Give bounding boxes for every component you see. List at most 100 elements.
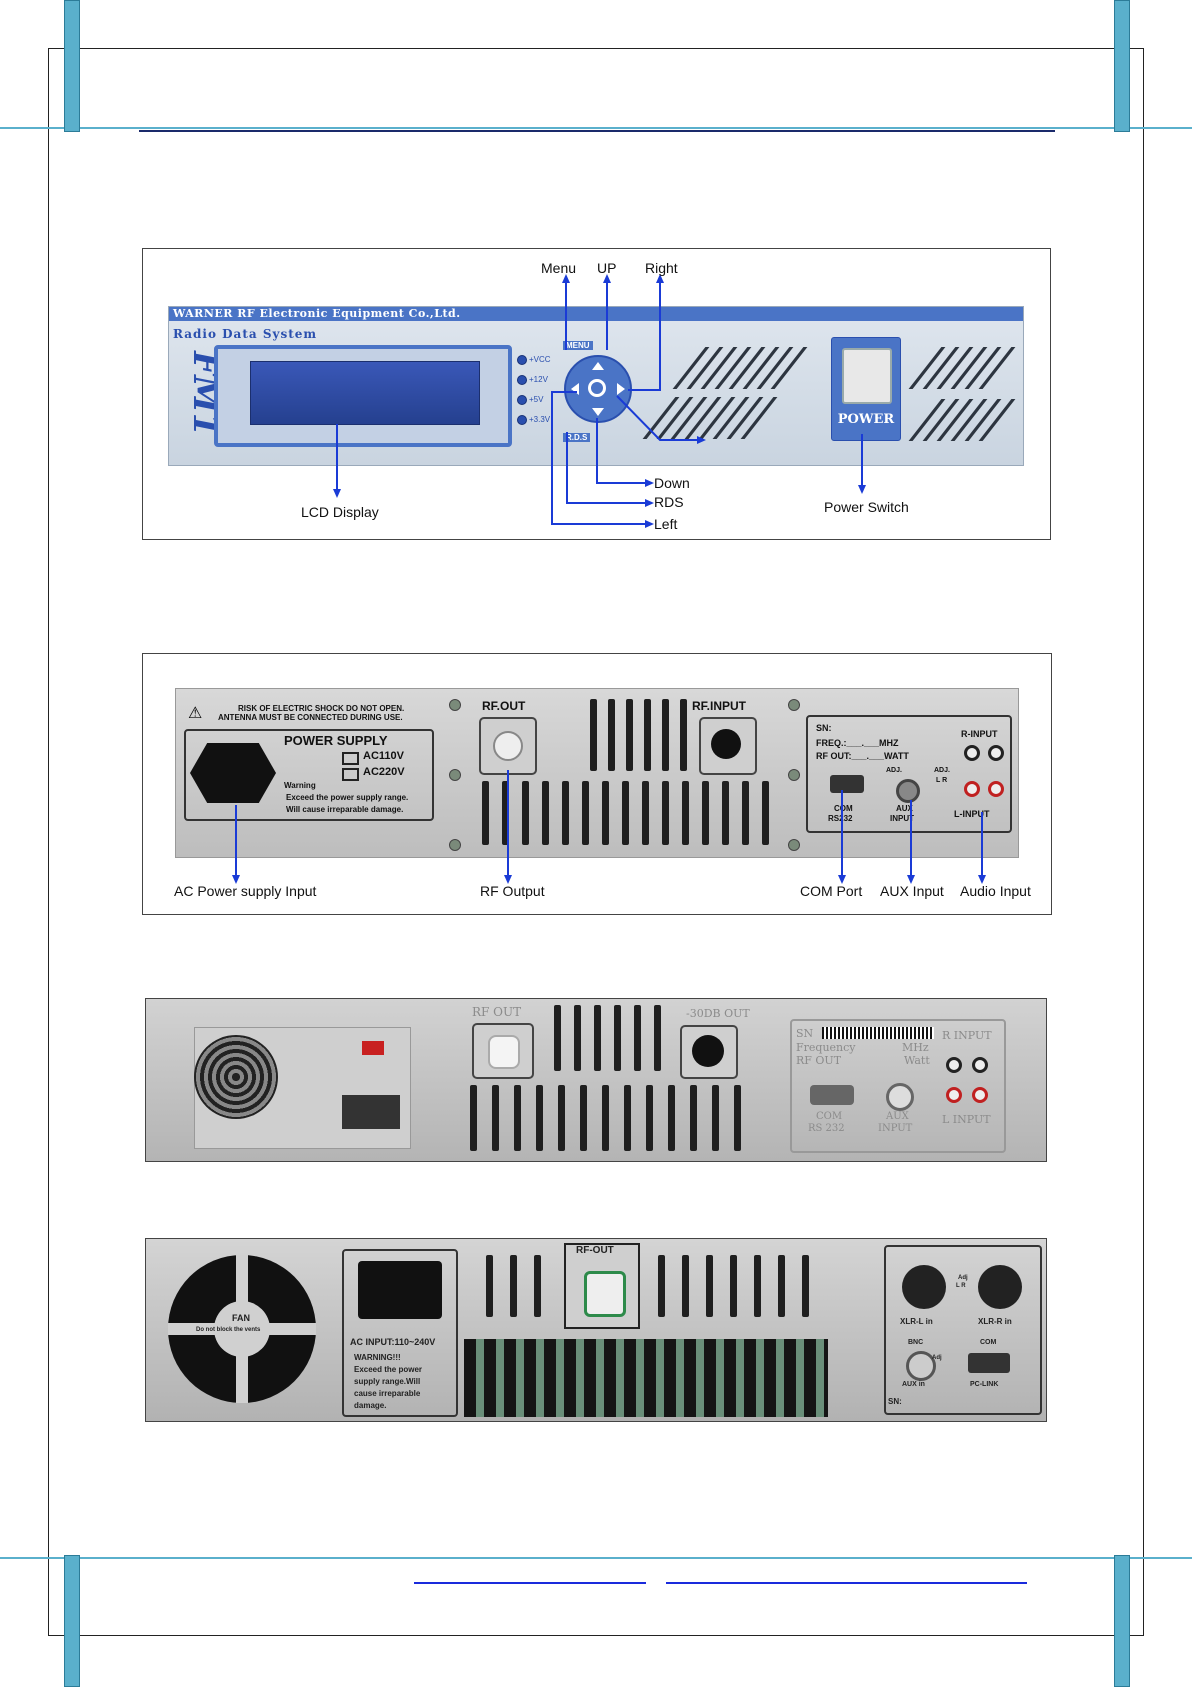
aux-in-label: AUX in [902, 1381, 925, 1388]
callout-left: Left [654, 516, 678, 532]
corner-tab-top-right [1114, 0, 1130, 132]
vent-slot [646, 1085, 653, 1151]
vent-slot [754, 1255, 761, 1317]
rf-input-label: RF.INPUT [692, 699, 746, 713]
vent-slot [682, 1255, 689, 1317]
frequency-label: Frequency [796, 1041, 856, 1054]
vent-slot [554, 1005, 561, 1071]
rf-out-connector[interactable] [479, 717, 537, 775]
vent-slot [654, 1005, 661, 1071]
aux-in-connector[interactable] [906, 1351, 936, 1381]
ac110-label: AC110V [363, 750, 404, 762]
callout-ac-power-input: AC Power supply Input [174, 883, 317, 899]
rf-out-connector[interactable] [472, 1023, 534, 1079]
vent-slot [492, 1085, 499, 1151]
antenna-warning: ANTENNA MUST BE CONNECTED DURING USE. [218, 713, 403, 722]
ac110-checkbox-icon [342, 752, 359, 765]
vent-slot [690, 1085, 697, 1151]
pc-link-connector[interactable] [968, 1353, 1010, 1373]
l-input-jack-1[interactable] [946, 1087, 962, 1103]
aux-input-connector[interactable] [886, 1083, 914, 1111]
callout-right: Right [645, 260, 678, 276]
adj-lr-label: L R [956, 1283, 966, 1289]
vent-slot [574, 1005, 581, 1071]
corner-tab-top-left [64, 0, 80, 132]
rear-panel-photo-variant-2: FAN Do not block the vents AC INPUT:110~… [145, 1238, 1047, 1422]
lcd-frame [214, 345, 512, 447]
vent-slot [778, 1255, 785, 1317]
corner-tab-bottom-right [1114, 1555, 1130, 1687]
l-input-jack-2[interactable] [972, 1087, 988, 1103]
vent-slot [558, 1085, 565, 1151]
led-label-12v: +12V [529, 375, 548, 384]
ac-inlet-icon[interactable] [190, 743, 276, 803]
r-input-jack-2[interactable] [972, 1057, 988, 1073]
com-label: COM [816, 1111, 843, 1122]
vent-slot [734, 1085, 741, 1151]
screw-icon [788, 699, 800, 711]
aux-input-label: INPUT [890, 814, 914, 823]
aux-input-connector[interactable] [896, 779, 920, 803]
power-label: POWER [837, 412, 895, 427]
front-panel-band: WARNER RF Electronic Equipment Co.,Ltd. [169, 307, 1023, 321]
vent-slot [730, 1255, 737, 1317]
pc-link-label: PC-LINK [970, 1381, 999, 1388]
l-input-label: L-INPUT [954, 809, 990, 819]
led-label-5v: +5V [529, 395, 544, 404]
callout-audio-input: Audio Input [960, 883, 1031, 899]
vent-slot [580, 1085, 587, 1151]
power-switch[interactable]: POWER [831, 337, 901, 441]
vent-slot [522, 781, 529, 845]
front-panel-photo: WARNER RF Electronic Equipment Co.,Ltd. … [168, 306, 1024, 466]
com-port-connector[interactable] [830, 775, 864, 793]
r-input-jack-1[interactable] [964, 745, 980, 761]
rds-tag: R.D.S [563, 433, 591, 442]
vent-slot [562, 781, 569, 845]
audio-io-box [884, 1245, 1042, 1415]
callout-menu: Menu [541, 260, 577, 276]
rf-out-connector[interactable] [564, 1243, 640, 1329]
mhz-label: MHz [902, 1041, 929, 1054]
fan-grille-icon [194, 1035, 278, 1119]
vent-slot [514, 1085, 521, 1151]
sn-label: SN: [816, 723, 832, 733]
screw-icon [449, 699, 461, 711]
power-supply-box [184, 729, 434, 821]
vent-slot [634, 1005, 641, 1071]
ac-inlet-icon[interactable] [358, 1261, 442, 1319]
vent-slot [682, 781, 689, 845]
out-30db-connector[interactable] [680, 1025, 738, 1079]
rs232-label: RS 232 [808, 1123, 845, 1134]
footer-link-1[interactable] [414, 1582, 646, 1584]
callout-lcd-display: LCD Display [301, 504, 379, 520]
power-toggle-icon[interactable] [362, 1041, 384, 1055]
led-5v-icon [517, 395, 527, 405]
footer-guide-line [0, 1557, 1192, 1559]
footer-link-2[interactable] [666, 1582, 1027, 1584]
screw-icon [788, 769, 800, 781]
l-input-jack-1[interactable] [964, 781, 980, 797]
xlr-left-label: XLR-L in [900, 1317, 933, 1326]
menu-tag: MENU [563, 341, 593, 350]
xlr-left-connector[interactable] [902, 1265, 946, 1309]
screw-icon [449, 839, 461, 851]
aux-adj-label: Adj [932, 1355, 942, 1361]
com-port-connector[interactable] [810, 1085, 854, 1105]
vent-slot [482, 781, 489, 845]
r-input-jack-1[interactable] [946, 1057, 962, 1073]
xlr-right-connector[interactable] [978, 1265, 1022, 1309]
rf-input-connector[interactable] [699, 717, 757, 775]
r-input-label: R-INPUT [961, 729, 998, 739]
header-guide-line [0, 127, 1192, 129]
fan-label: FAN [232, 1313, 250, 1323]
page-border [48, 48, 1144, 1636]
r-input-jack-2[interactable] [988, 745, 1004, 761]
l-input-jack-2[interactable] [988, 781, 1004, 797]
header-rule [139, 130, 1055, 132]
rf-out-label: RF-OUT [576, 1245, 614, 1256]
rf-out-label: RF.OUT [482, 699, 526, 713]
terminal-block-icon [342, 1095, 400, 1129]
rf-out-label: RF OUT [472, 1005, 522, 1019]
watt-label: Watt [904, 1054, 930, 1067]
ok-button[interactable] [588, 379, 606, 397]
